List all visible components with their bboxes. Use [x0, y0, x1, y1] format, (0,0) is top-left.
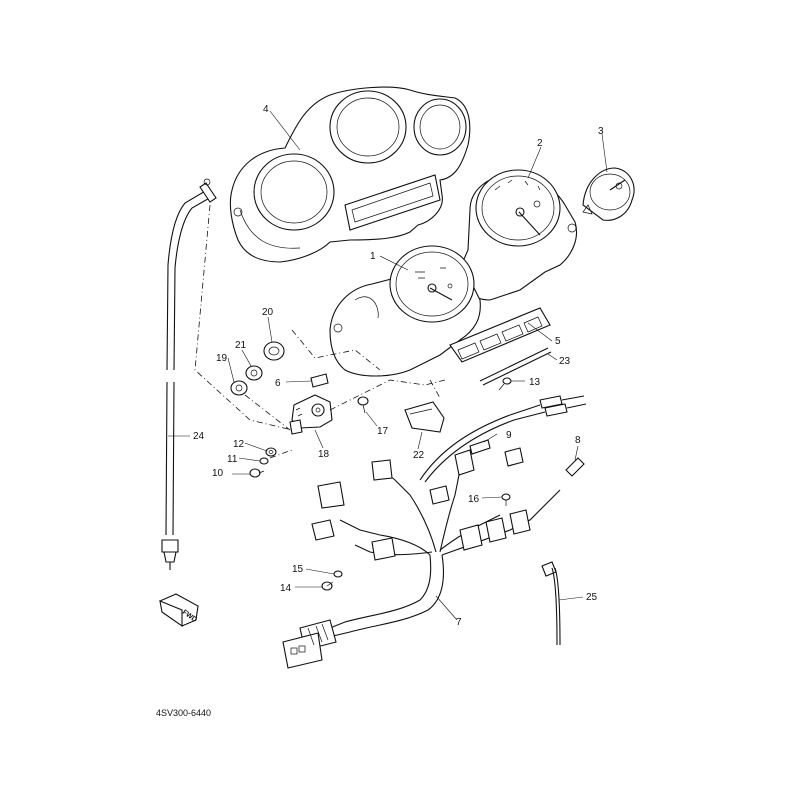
pin-part [310, 373, 329, 388]
callout-18: 18 [318, 449, 330, 460]
callout-11: 11 [227, 454, 238, 465]
callout-22: 22 [413, 450, 425, 461]
collar-part [245, 365, 263, 381]
bulb-part [565, 457, 585, 477]
washer-part [259, 457, 269, 465]
screw-part [249, 468, 265, 478]
bar-screw-part [498, 377, 512, 391]
assembly-lines [194, 204, 446, 459]
callout-15: 15 [292, 564, 304, 575]
leader-lines [168, 110, 608, 621]
callout-4: 4 [263, 104, 269, 115]
forward-arrow-icon: FWD [159, 593, 199, 628]
nut-part [230, 380, 248, 396]
callout-9: 9 [506, 430, 512, 441]
gauge-part [582, 167, 635, 221]
drawing-code: 4SV300-6440 [156, 708, 211, 718]
plate-washer-part [265, 447, 277, 457]
callout-14: 14 [280, 583, 292, 594]
grommet-part [263, 341, 285, 361]
indicator-panel-part [449, 307, 551, 363]
callout-5: 5 [555, 336, 561, 347]
clamp-screw-part [321, 581, 334, 591]
lens-cover-part [404, 401, 445, 433]
callout-21: 21 [235, 340, 247, 351]
cable-tie-part [541, 561, 561, 646]
wire-harness-part [282, 395, 587, 669]
callout-3: 3 [598, 126, 604, 137]
callout-25: 25 [586, 592, 598, 603]
callout-17: 17 [377, 426, 389, 437]
callout-2: 2 [537, 138, 543, 149]
callout-13: 13 [529, 377, 541, 388]
callout-10: 10 [212, 468, 224, 479]
speedometer-part [459, 169, 578, 301]
callout-8: 8 [575, 435, 581, 446]
meter-cable-part [161, 178, 217, 570]
callout-19: 19 [216, 353, 228, 364]
harness-screw-part [501, 493, 511, 506]
meter-cover-part [229, 86, 471, 263]
clamp-washer-part [333, 570, 343, 578]
callout-labels: 1 2 3 4 5 6 7 8 9 10 11 12 13 14 15 16 1… [193, 104, 604, 628]
panel-screw-part [357, 396, 369, 414]
callout-6: 6 [275, 378, 281, 389]
cable-guide-part [289, 394, 333, 435]
callout-7: 7 [456, 617, 462, 628]
callout-1: 1 [370, 251, 376, 262]
stay-bar-part [479, 347, 552, 386]
bulb-socket-part [469, 439, 491, 455]
tachometer-part [329, 245, 481, 377]
callout-23: 23 [559, 356, 571, 367]
callout-12: 12 [233, 439, 245, 450]
callout-20: 20 [262, 307, 274, 318]
callout-24: 24 [193, 431, 205, 442]
callout-16: 16 [468, 494, 480, 505]
